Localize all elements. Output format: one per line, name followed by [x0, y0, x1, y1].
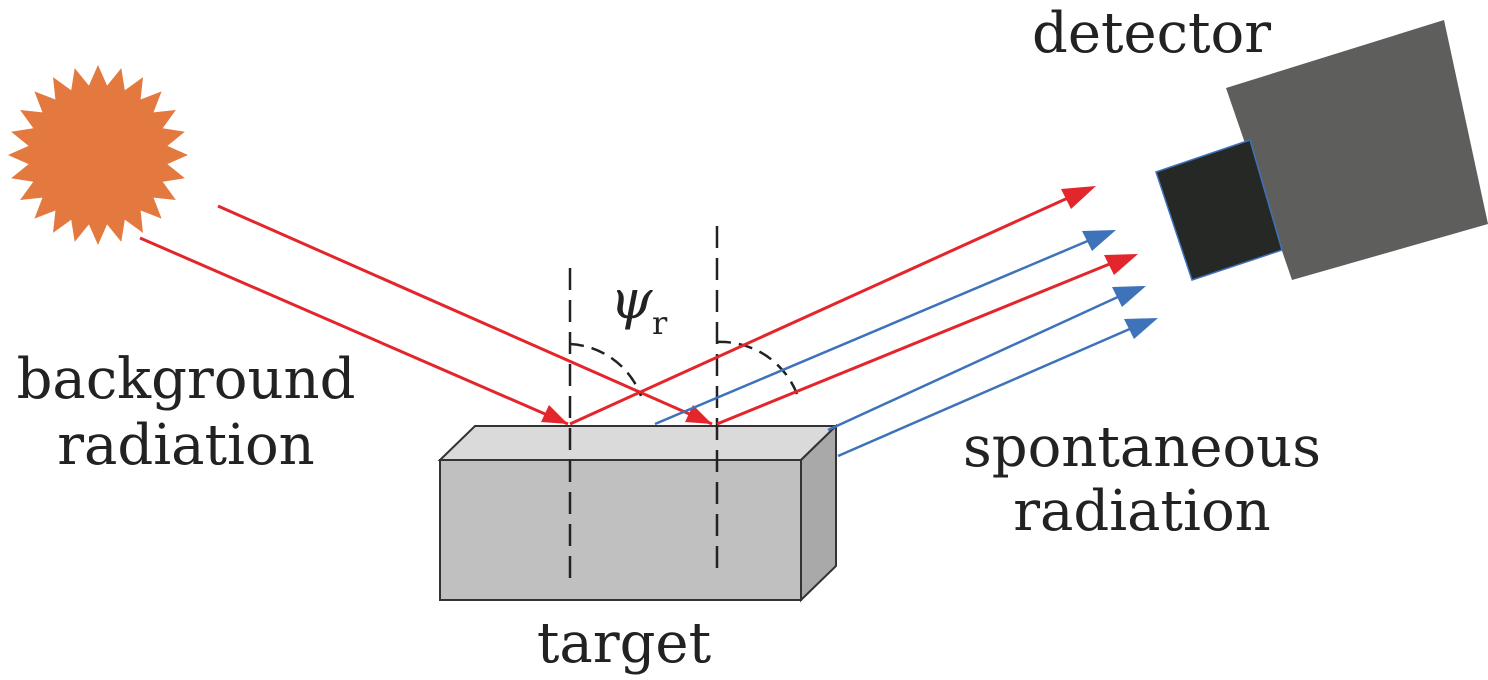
background-radiation-label-line1: background: [17, 347, 356, 412]
emitted-ray-3-arrowhead: [1124, 318, 1158, 339]
incident-ray-1: [139, 236, 569, 426]
reflected-rays: [569, 186, 1138, 426]
detector-body: [1226, 20, 1488, 280]
incidence-angle-arc: [569, 342, 643, 397]
target-top-face: [437, 425, 839, 461]
angle-subscript: r: [652, 304, 668, 342]
background-radiation-label-line2: radiation: [57, 413, 315, 478]
emitted-ray-1: [654, 238, 1091, 426]
spontaneous-radiation-label-line2: radiation: [1013, 479, 1271, 544]
detector-lens: [1155, 139, 1283, 281]
reflected-ray-2-arrowhead: [1104, 254, 1138, 275]
target-front-face: [439, 459, 802, 601]
emitted-rays: [654, 230, 1158, 458]
angle-symbol: ψ: [610, 268, 653, 331]
reflected-ray-1-arrowhead: [1061, 186, 1096, 209]
reflected-ray-2: [716, 261, 1113, 426]
camera-detector-icon: [1155, 20, 1488, 281]
incident-ray-1-arrowhead: [541, 405, 568, 424]
emitted-ray-2-arrowhead: [1112, 286, 1146, 307]
incident-ray-2: [217, 204, 713, 426]
emitted-ray-1-arrowhead: [1082, 230, 1116, 251]
emitted-ray-2: [827, 294, 1121, 432]
spontaneous-radiation-label-line1: spontaneous: [963, 415, 1321, 480]
incident-ray-2-arrowhead: [685, 405, 712, 424]
target-label: target: [537, 611, 712, 676]
incident-rays: [139, 204, 713, 426]
reflected-ray-1: [569, 195, 1071, 426]
detector-label: detector: [1032, 1, 1271, 66]
target-box: [437, 423, 839, 603]
angle-arcs: [569, 340, 799, 397]
emitted-ray-3: [837, 326, 1133, 458]
reflection-angle-arc: [716, 340, 799, 395]
sun-icon: [8, 65, 188, 245]
